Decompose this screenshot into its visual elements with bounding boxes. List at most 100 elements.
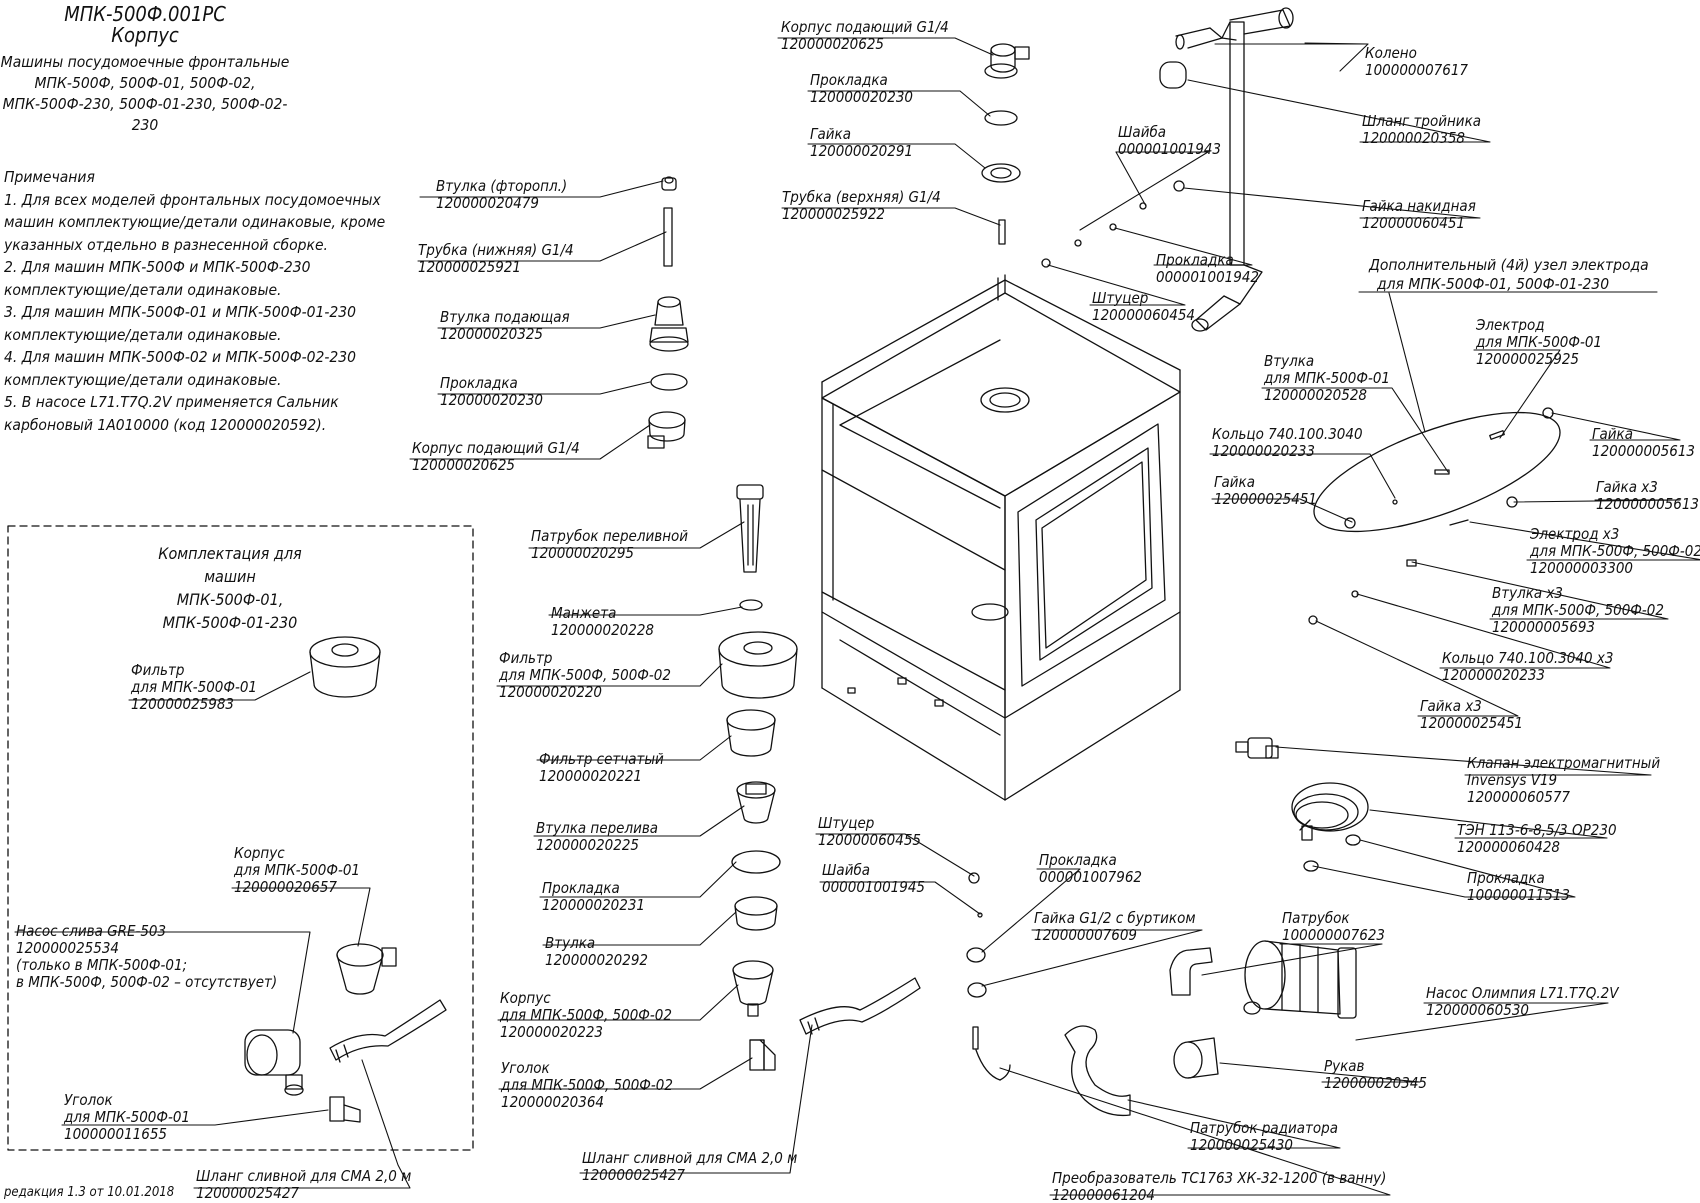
fitting-60455 [968,872,980,884]
cuff [739,599,763,611]
notes: Примечания 1. Для всех моделей фронтальн… [4,166,385,436]
notes-heading: Примечания [4,168,95,186]
filter-500f-01 [309,636,381,698]
left-feed-column [647,176,689,449]
drawing-code: МПК-500Ф.001РС [64,2,226,26]
note-line: карбоновый 1А010000 (код 120000020592). [4,415,327,434]
header: МПК-500Ф.001РС Корпус Машины посудомоечн… [0,4,290,136]
drawing-title: Корпус [111,23,179,47]
gasket-20231 [731,850,781,874]
pump-elbow-pipe [1169,947,1213,996]
note-line: 1. Для всех моделей фронтальных посудомо… [4,190,381,209]
heater-coil [1291,782,1369,841]
kit-line-2: МПК-500Ф-01, МПК-500Ф-01-230 [162,590,298,632]
solenoid-valve [1235,737,1279,759]
filter-500f [718,631,798,699]
header-line-1: Машины посудомоечные фронтальные [0,53,290,71]
kit-frame [7,525,474,1151]
drain-hose-center [799,977,921,1035]
corner-500f-01 [329,1096,361,1123]
note-line: 3. Для машин МПК-500Ф-01 и МПК-500Ф-01-2… [4,303,357,321]
note-line: комплектующие/детали одинаковые. [4,325,282,344]
part-label: Втулка (фторопл.)120000020479 [436,177,568,212]
gasket-7962 [966,947,986,963]
overflow-sleeve [736,781,776,824]
temperature-sensor [972,1026,1011,1081]
kit-heading: Комплектация для машин МПК-500Ф-01, МПК-… [140,542,320,634]
note-line: 5. В насосе L71.T7Q.2V применяется Сальн… [4,393,339,411]
note-line: 2. Для машин МПК-500Ф и МПК-500Ф-230 [4,258,311,276]
note-line: машин комплектующие/детали одинаковые, к… [4,213,386,231]
circulation-pump [1243,940,1357,1019]
top-feed-housing [984,43,1030,79]
body-500f-01 [336,943,397,995]
upper-tube [998,219,1006,245]
mesh-filter [726,709,776,757]
body-500f [732,960,774,1017]
note-line: комплектующие/детали одинаковые. [4,280,282,299]
kit-line-1: Комплектация для машин [158,544,302,586]
cabinet-drawing [821,274,1181,801]
part-label: Преобразователь ТС1763 ХК-32-1200 (в ван… [1052,1169,1387,1203]
note-line: комплектующие/детали одинаковые. [4,370,282,389]
top-gasket [984,110,1018,126]
drain-pump-gre503 [244,1029,304,1096]
radiator-hose [1064,1025,1131,1117]
drain-hose-kit [329,999,447,1063]
hose-sleeve [1173,1037,1219,1079]
leader-lines [14,37,1700,1196]
note-line: 4. Для машин МПК-500Ф-02 и МПК-500Ф-02-2… [4,348,357,366]
header-line-2: МПК-500Ф, 500Ф-01, 500Ф-02, [34,74,256,92]
corner-500f [749,1039,776,1071]
header-line-3: МПК-500Ф-230, 500Ф-01-230, 500Ф-02-230 [2,95,288,134]
washer-1945 [977,912,983,918]
